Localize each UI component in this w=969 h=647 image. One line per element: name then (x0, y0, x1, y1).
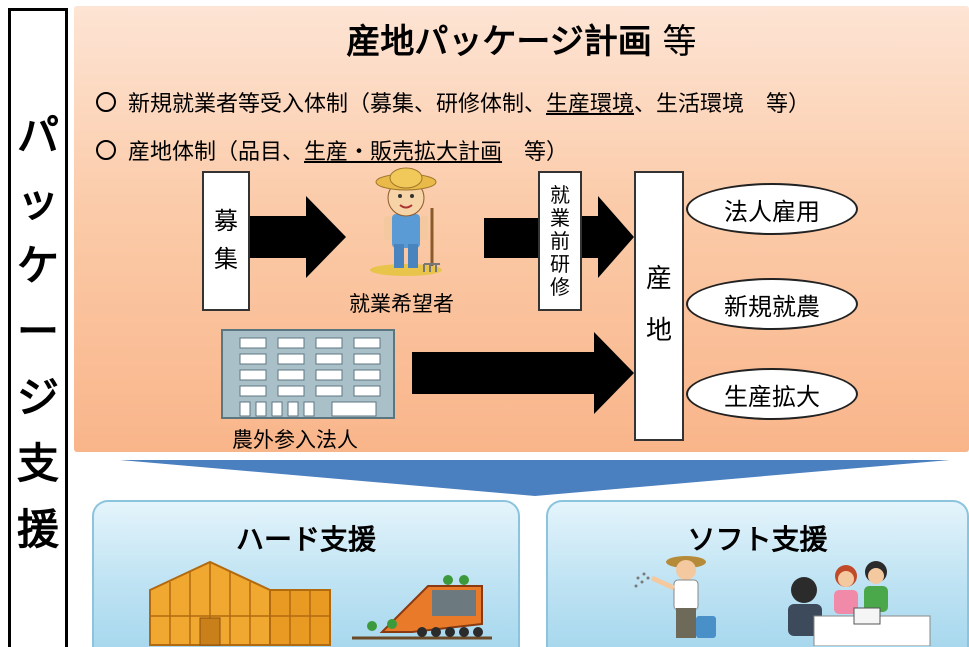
side-char: 支 (16, 439, 59, 488)
production-system-line: 産地体制（品目、生産・販売拡大計画 等） (96, 134, 568, 166)
bullet-circle-icon (96, 140, 116, 160)
acceptance-system-line: 新規就業者等受入体制（募集、研修体制、生産環境、生活環境 等） (96, 86, 810, 118)
outcome-new-farming: 新規就農 (686, 278, 858, 330)
pre-employment-training-box: 就 業 前 研 修 (538, 171, 582, 311)
arrow-right-icon (412, 332, 634, 414)
outcome-production-expansion: 生産拡大 (686, 368, 858, 420)
side-char: ジ (16, 373, 59, 422)
soft-support-card: ソフト支援 (546, 500, 969, 647)
outcome-corporate-employment: 法人雇用 (686, 183, 858, 235)
side-char: ッ (16, 177, 59, 226)
line1-post: 、生活環境 等） (634, 92, 811, 117)
farmer-watering-icon (634, 556, 716, 638)
side-char: ケ (16, 241, 59, 290)
training-char: 前 (550, 228, 570, 253)
hard-support-card: ハード支援 (92, 500, 520, 647)
greenhouse-icon (149, 560, 331, 646)
planter-machine-icon (352, 575, 492, 640)
building-icon (221, 329, 395, 419)
line2-post: 等） (502, 140, 569, 165)
jobseeker-label: 就業希望者 (349, 292, 454, 316)
plan-title-main: 産地パッケージ計画 (346, 22, 652, 62)
arrow-right-icon (250, 196, 346, 278)
training-char: 業 (550, 205, 570, 230)
farmer-icon (370, 167, 442, 276)
side-char: 援 (16, 505, 59, 554)
line2-pre: 産地体制（品目、 (128, 140, 305, 165)
line1-underlined: 生産環境 (546, 92, 635, 117)
bullet-circle-icon (96, 92, 116, 112)
package-support-side-label: パ ッ ケ ー ジ 支 援 (8, 8, 68, 647)
production-region-box: 産 地 (634, 171, 684, 441)
line1-pre: 新規就業者等受入体制（募集、研修体制、 (128, 92, 547, 117)
chevron-down-icon (120, 460, 950, 496)
recruit-char: 募 (214, 207, 238, 236)
arrow-right-icon (484, 218, 540, 258)
side-char: パ (16, 111, 59, 160)
recruit-char: 集 (214, 245, 238, 273)
plan-title: 産地パッケージ計画 等 (74, 14, 969, 63)
side-char: ー (16, 307, 59, 356)
plan-title-suffix: 等 (651, 22, 697, 62)
region-char: 産 (645, 264, 672, 295)
hard-support-title: ハード支援 (235, 523, 376, 556)
training-char: 修 (550, 274, 570, 299)
recruit-box: 募 集 (202, 171, 250, 311)
soft-support-title: ソフト支援 (687, 523, 828, 556)
corporation-label: 農外参入法人 (232, 428, 358, 452)
plan-panel: 産地パッケージ計画 等 新規就業者等受入体制（募集、研修体制、生産環境、生活環境… (74, 6, 969, 452)
arrow-right-icon (582, 196, 634, 278)
line2-underlined: 生産・販売拡大計画 (304, 140, 503, 165)
training-char: 研 (550, 251, 570, 276)
region-char: 地 (645, 316, 672, 346)
consultation-icon (788, 561, 931, 646)
training-char: 就 (550, 182, 570, 207)
